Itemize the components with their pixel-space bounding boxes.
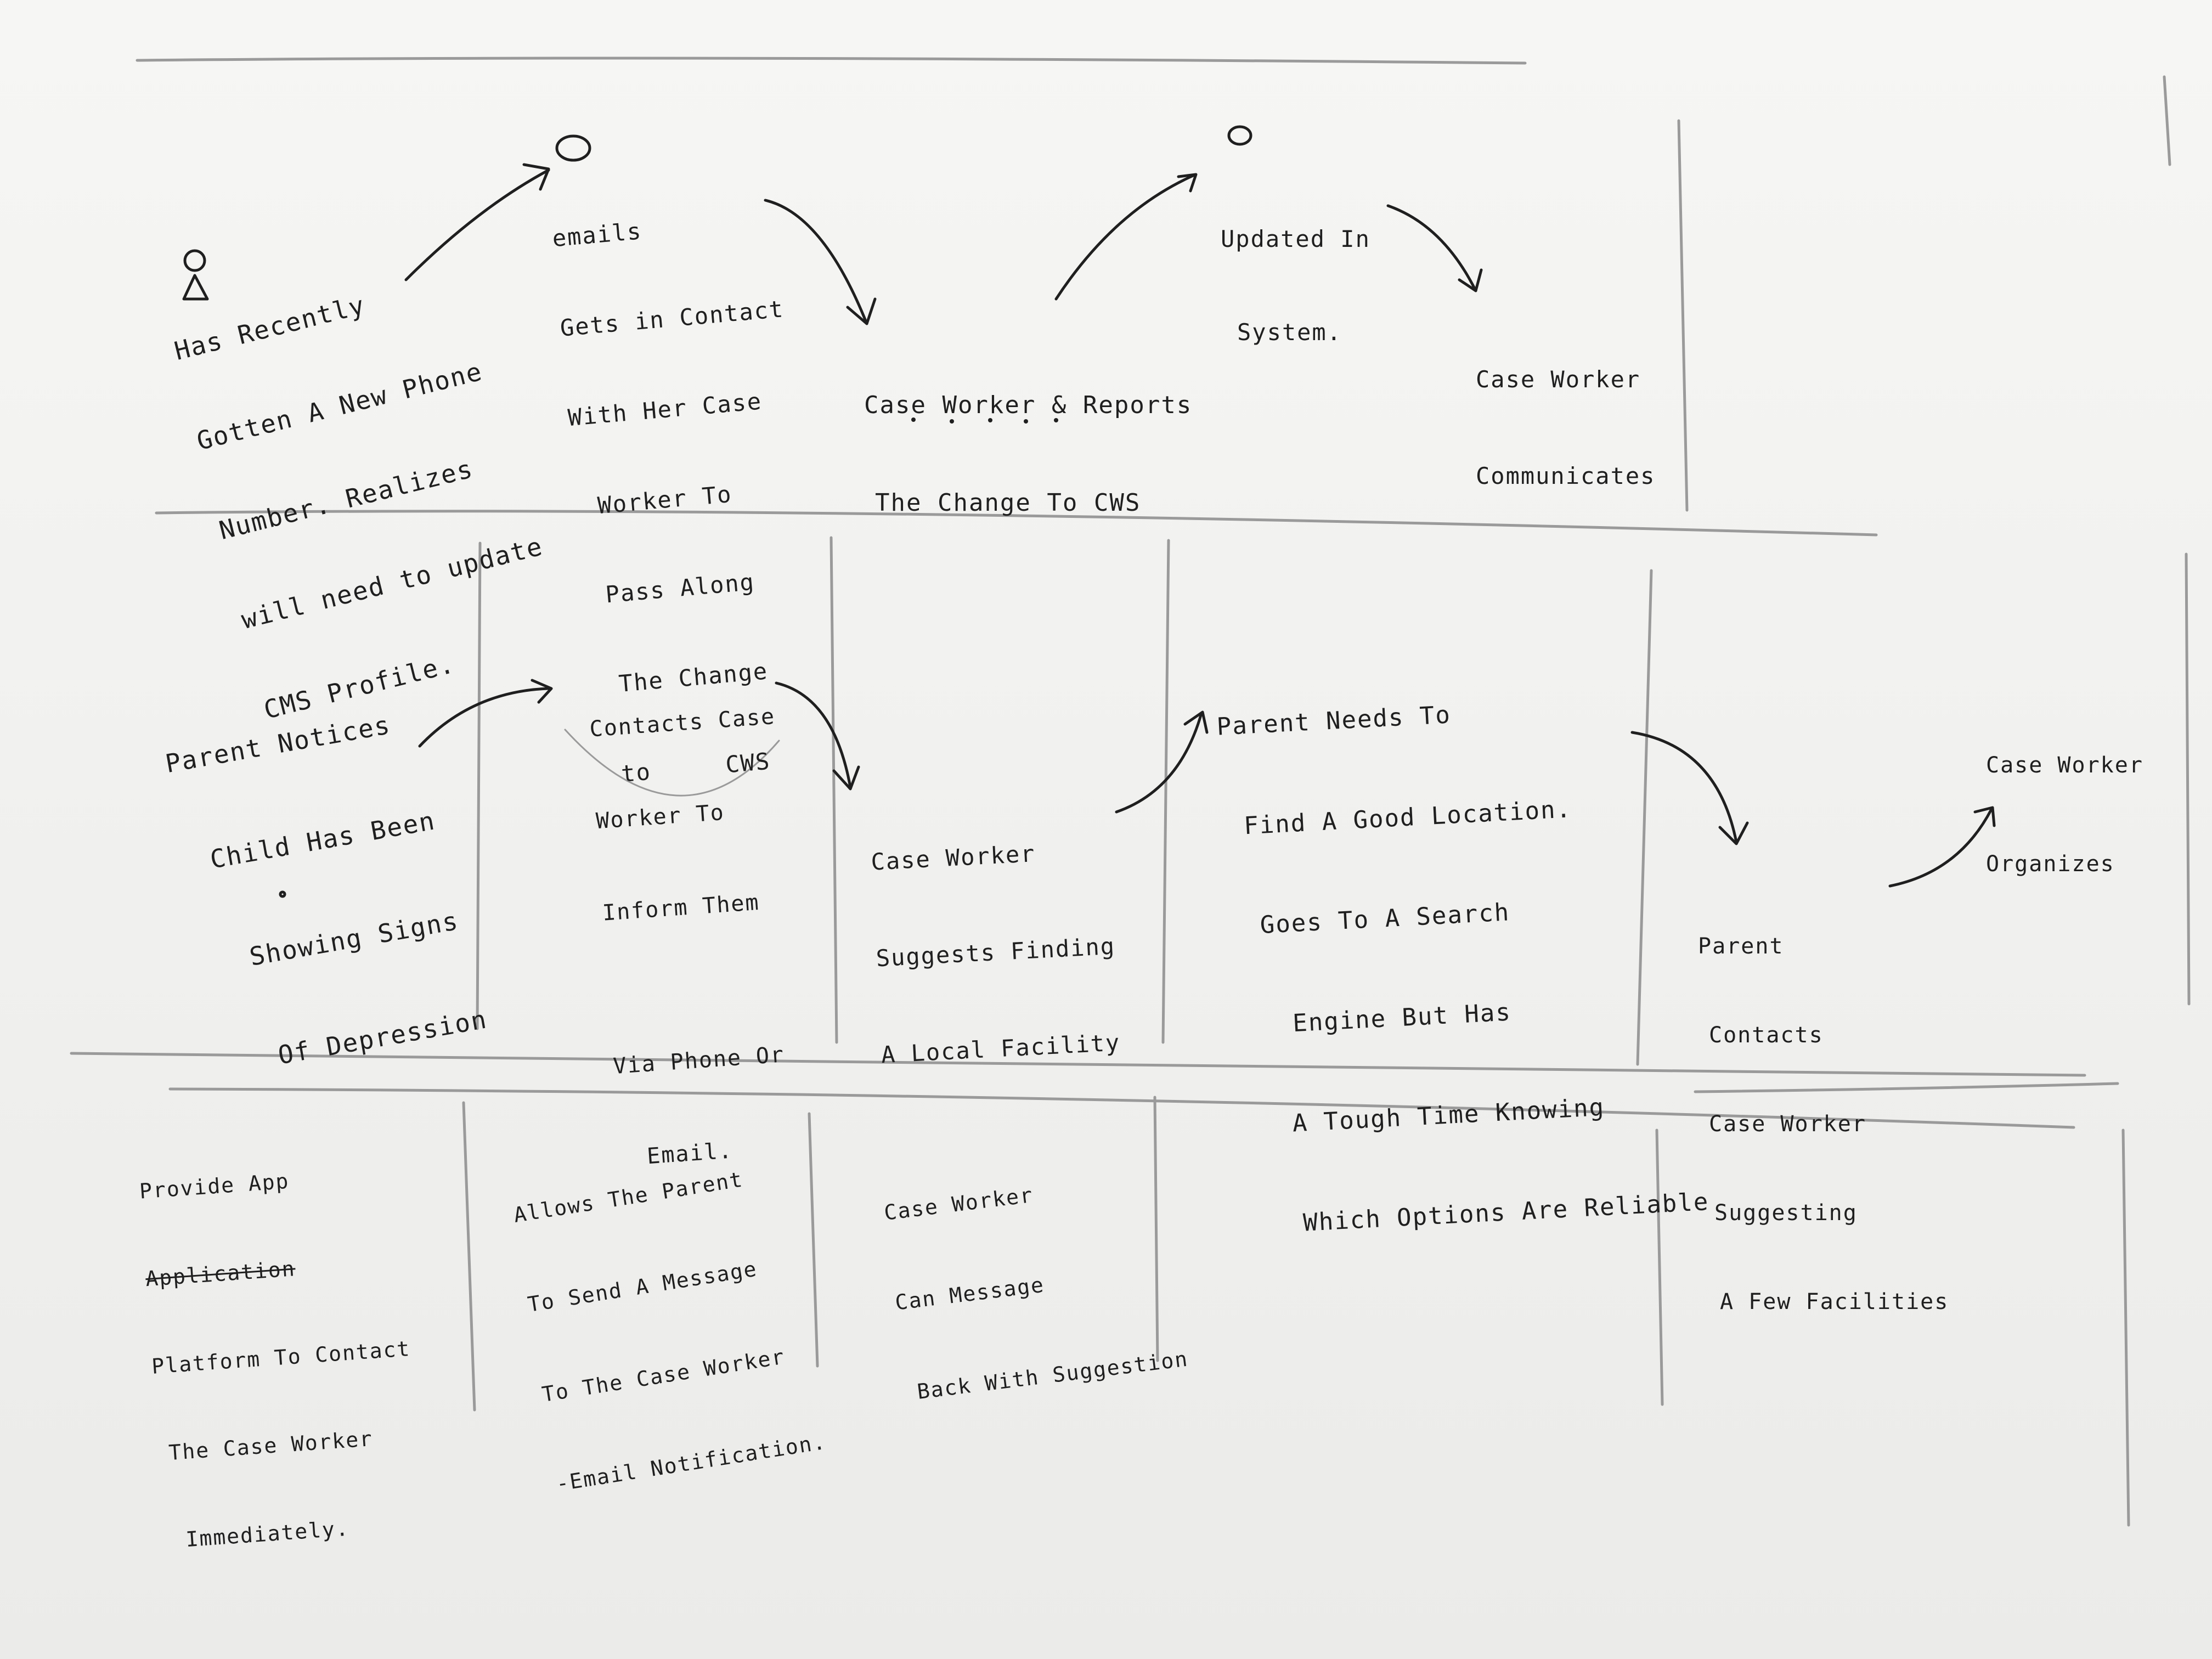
col-mark-r2-d [1636, 569, 1653, 1066]
arrow-r2-4 [1630, 731, 1738, 844]
note-can-message-back: Case Worker Can Message Back With Sugges… [883, 1182, 1190, 1404]
col-mark-r2-b [830, 536, 838, 1044]
top-border-line [136, 57, 1527, 65]
dot-a [911, 417, 916, 422]
arrow-r1-4-head [1458, 268, 1483, 292]
col-mark-r3-b [808, 1112, 819, 1368]
arrow-r2-5-head [1973, 806, 1996, 827]
dot-b [950, 419, 954, 424]
note-updated-in-system: Updated In System. [1221, 225, 1370, 346]
arrow-r1-3-head [1177, 173, 1198, 193]
note-case-worker-organizes: Case Worker Organizes [1986, 753, 2143, 877]
col-mark-r2-c [1161, 539, 1170, 1044]
arrow-r2-2 [775, 681, 852, 789]
arrow-r1-1 [404, 168, 550, 281]
arrow-r1-2 [764, 199, 868, 325]
note-parent-needs-location: Parent Needs To Find A Good Location. Go… [1216, 701, 1710, 1237]
arrow-r1-4 [1386, 204, 1477, 292]
faint-arc [564, 729, 780, 797]
persona-icon-head [183, 249, 206, 272]
col-mark-r1-a [1677, 119, 1689, 512]
dot-c [988, 418, 992, 422]
node-circle-2 [555, 134, 591, 162]
dot-d [1024, 419, 1028, 424]
arrow-r2-1-head [531, 679, 553, 704]
arrow-r2-3-head [1183, 710, 1209, 734]
arrow-r2-4-head [1718, 821, 1749, 845]
dot-r2 [279, 890, 286, 898]
node-circle-4 [1227, 125, 1252, 146]
note-reports-change: Case Worker & Reports The Change To CWS [864, 391, 1193, 517]
col-mark-r3-a [462, 1101, 476, 1412]
arrow-r2-3 [1115, 712, 1203, 814]
col-mark-r3-d [1655, 1128, 1664, 1406]
arrow-r1-1-head [522, 163, 550, 191]
col-mark-r3-c [1153, 1096, 1159, 1362]
dot-e [1054, 418, 1058, 422]
col-mark-r1-b [2163, 75, 2171, 166]
col-mark-r3-e [2121, 1128, 2130, 1527]
note-suggests-facility: Case Worker Suggests Finding A Local Fac… [870, 839, 1121, 1069]
note-case-worker-communicates: Case Worker Communicates [1476, 365, 1656, 489]
arrow-r2-5 [1888, 808, 1993, 888]
arrow-r2-1 [418, 687, 550, 748]
row-divider-3b [1694, 1082, 2119, 1093]
col-mark-r2-a [476, 541, 482, 1030]
persona-icon-body [182, 274, 209, 301]
arrow-r1-2-head [846, 297, 877, 325]
arrow-r2-2-head [832, 765, 860, 791]
col-mark-r2-e [2185, 552, 2191, 1006]
row-divider-3 [168, 1087, 2075, 1129]
note-provide-app: Provide App Application Platform To Cont… [138, 1169, 411, 1551]
note-parent-contacts-facilities: Parent Contacts Case Worker Suggesting A… [1698, 934, 1949, 1314]
arrow-r1-3 [1054, 174, 1195, 301]
row-divider-1 [155, 510, 1878, 537]
